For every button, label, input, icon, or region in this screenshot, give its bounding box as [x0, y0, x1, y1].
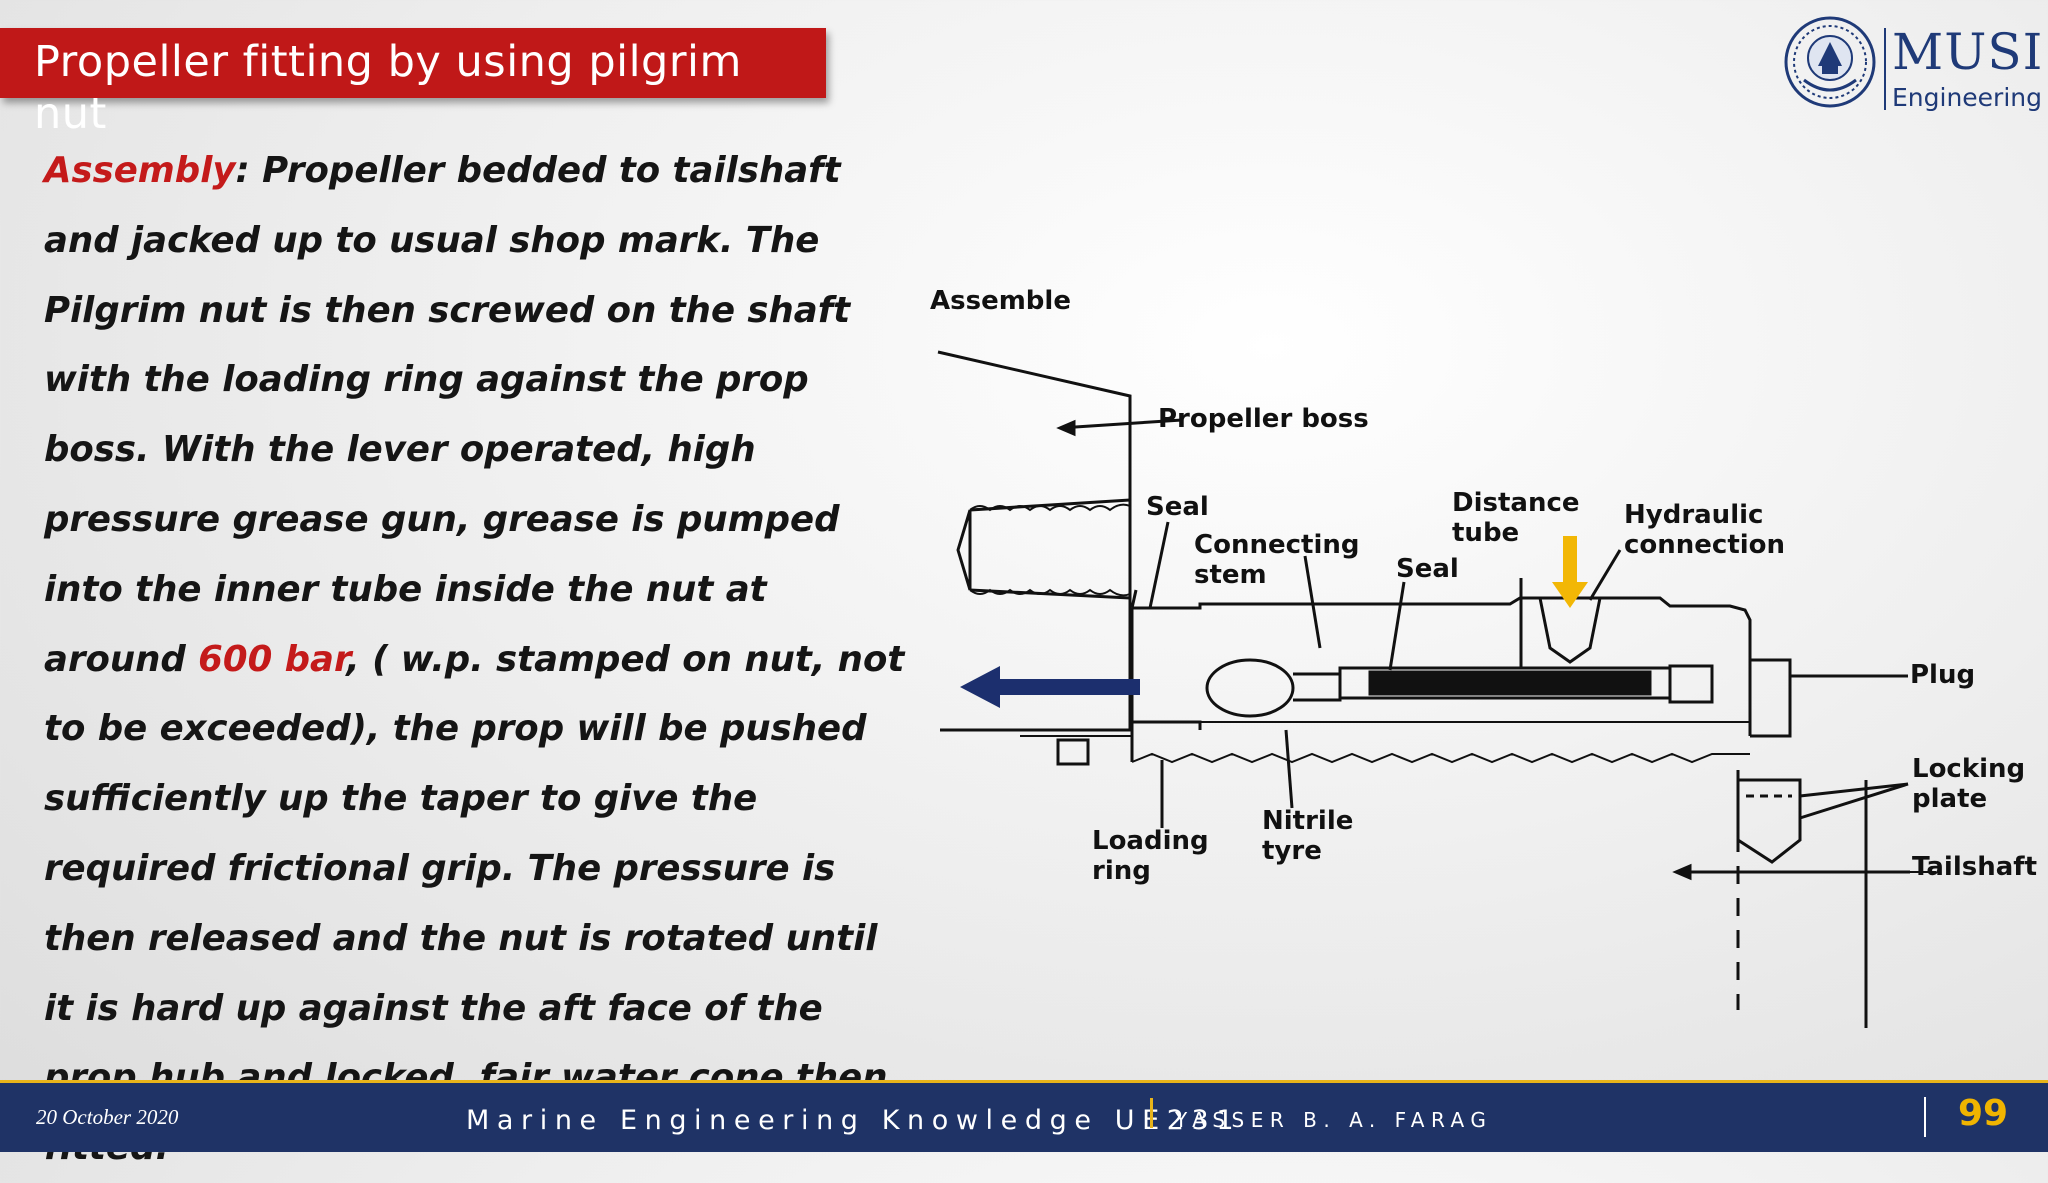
paragraph-text-2: , ( w.p. stamped on nut, not to be excee… [44, 638, 905, 1169]
page-number: 99 [1958, 1093, 2009, 1134]
diagram-heading: Assemble [930, 286, 1071, 316]
footer-date: 20 October 2020 [36, 1105, 179, 1129]
label-connecting-stem-2: stem [1194, 560, 1267, 590]
logo-name: MUSI [1892, 23, 2044, 81]
slide-footer: 20 October 2020 Marine Engineering Knowl… [0, 1080, 2048, 1152]
label-distance-tube-1: Distance [1452, 488, 1580, 518]
label-locking-plate-2: plate [1912, 784, 1988, 814]
slide-title: Propeller fitting by using pilgrim nut [34, 37, 742, 139]
paragraph-text-1: : Propeller bedded to tailshaft and jack… [44, 150, 851, 680]
musi-engineering-logo: MUSI Engineering [1782, 10, 2042, 112]
label-loading-ring-2: ring [1092, 856, 1151, 886]
footer-separator [1150, 1098, 1153, 1128]
university-seal-icon [1784, 16, 1876, 108]
label-locking-plate-1: Locking [1912, 754, 2026, 784]
pressure-value: 600 bar [198, 638, 347, 680]
assembly-term: Assembly [44, 150, 236, 191]
logo-divider [1884, 28, 1886, 110]
slide-title-bar: Propeller fitting by using pilgrim nut [0, 28, 826, 139]
label-loading-ring-1: Loading [1092, 826, 1209, 856]
footer-author: YASSER B. A. FARAG [1175, 1108, 1493, 1132]
label-distance-tube-2: tube [1452, 518, 1520, 548]
hydraulic-pressure-arrow [1552, 536, 1588, 608]
label-propeller-boss: Propeller boss [1158, 404, 1369, 434]
footer-page-divider [1924, 1097, 1926, 1137]
pilgrim-nut-diagram: Assemble Propeller boss Seal Connecting … [900, 260, 2048, 1040]
footer-course: Marine Engineering Knowledge UE231 [466, 1105, 1242, 1136]
label-seal-2: Seal [1396, 554, 1459, 584]
label-nitrile-tyre-2: tyre [1262, 836, 1322, 866]
push-direction-arrow [960, 666, 1140, 708]
label-connecting-stem-1: Connecting [1194, 530, 1360, 560]
label-tailshaft: Tailshaft [1912, 852, 2038, 882]
label-seal-1: Seal [1146, 492, 1209, 522]
label-plug: Plug [1910, 660, 1976, 690]
label-hydraulic-1: Hydraulic [1624, 500, 1764, 530]
logo-subtitle: Engineering [1892, 83, 2042, 112]
label-hydraulic-2: connection [1624, 530, 1786, 560]
assembly-paragraph: Assembly: Propeller bedded to tailshaft … [44, 136, 914, 1183]
label-nitrile-tyre-1: Nitrile [1262, 806, 1354, 836]
pilgrim-nut-drawing [937, 350, 1936, 1028]
